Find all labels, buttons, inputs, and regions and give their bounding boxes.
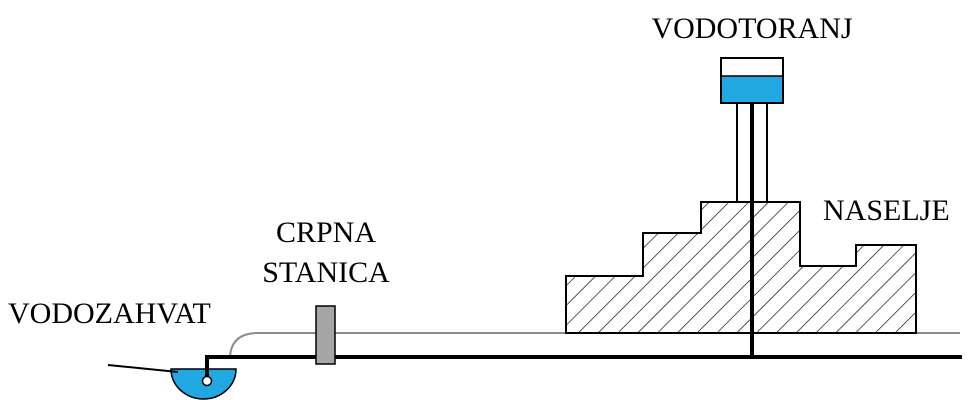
water-tower-label: VODOTORANJ — [651, 12, 852, 45]
pump-station-label-line2: STANICA — [262, 256, 390, 289]
water-intake — [107, 364, 237, 400]
tower-tank-water — [721, 76, 783, 103]
settlement — [565, 201, 917, 334]
ground-line — [229, 332, 960, 357]
main-pipe — [205, 355, 962, 377]
water-intake-label: VODOZAHVAT — [8, 297, 211, 330]
water-tower — [720, 57, 784, 202]
intake-inlet — [201, 375, 213, 387]
intake-water-surface — [107, 364, 179, 373]
pump-station-label-line1: CRPNA — [276, 216, 376, 249]
pump-station — [315, 305, 336, 365]
settlement-label: NASELJE — [823, 194, 950, 227]
